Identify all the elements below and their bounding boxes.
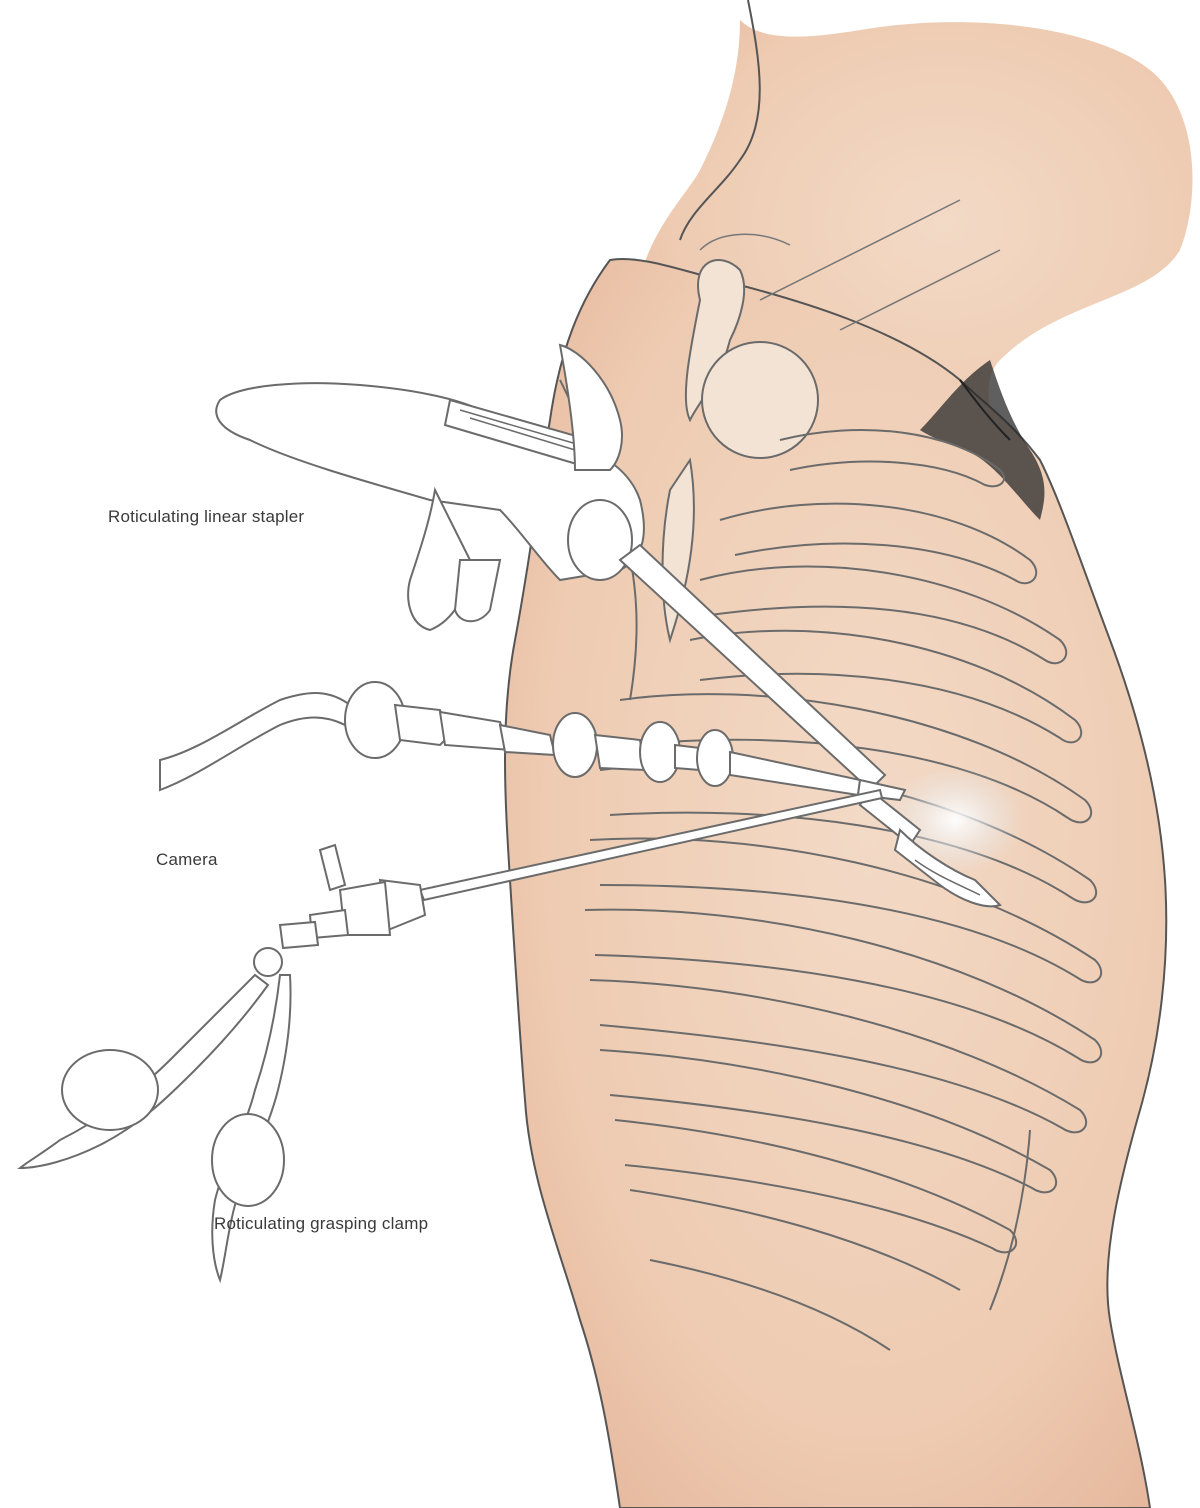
axilla-hair [920,360,1045,520]
stapler-icon [215,343,1002,908]
shoulder-bones [559,259,819,701]
camera-scope-icon [159,681,907,802]
label-stapler: Roticulating linear stapler [108,507,305,526]
label-camera: Camera [156,850,218,869]
label-clamp: Roticulating grasping clamp [214,1214,429,1233]
rib-cage [584,429,1103,1351]
grasping-clamp-icon [17,788,884,1284]
